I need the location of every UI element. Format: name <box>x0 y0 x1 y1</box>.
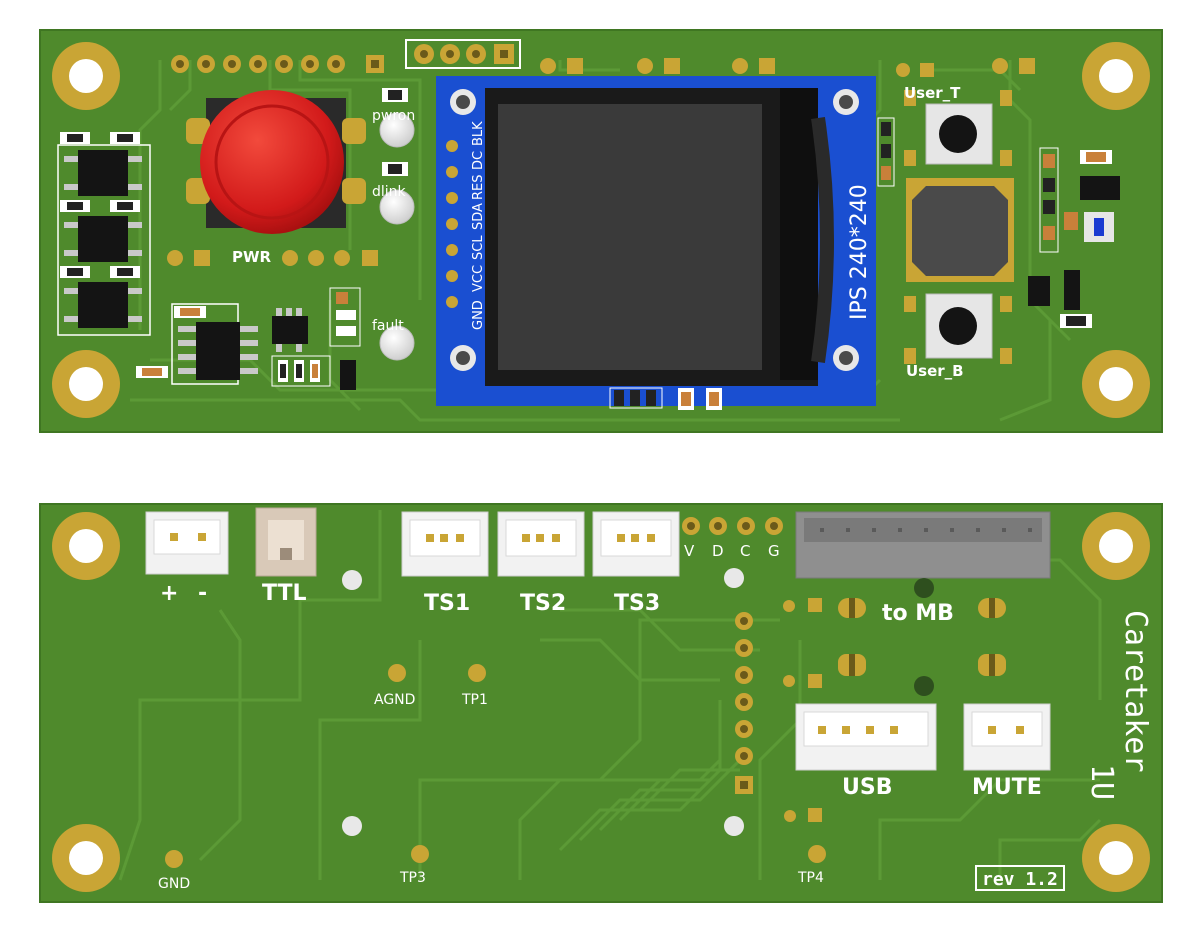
vertical-pin-header <box>735 612 753 794</box>
test-point-agnd-label: AGND <box>374 692 415 708</box>
fiducial <box>914 578 934 598</box>
power-minus-label: - <box>198 581 207 606</box>
lcd-pin-label: BLK <box>471 121 486 146</box>
user-b-switch[interactable]: User_B <box>904 293 1012 380</box>
led-fault-label: fault <box>372 318 404 334</box>
bottom-left-ic <box>136 303 258 385</box>
via-hole <box>342 570 362 590</box>
led-dlink: dlink <box>372 162 415 225</box>
product-name-line1: Caretaker <box>1118 610 1153 773</box>
revision-label: rev 1.2 <box>982 869 1058 890</box>
inductor <box>906 178 1014 282</box>
lcd-pin-labels: GND VCC SCL SDA RES DC BLK <box>471 121 486 330</box>
lcd-pin-label: GND <box>471 300 486 330</box>
vdcg-header: V D C G <box>682 517 783 560</box>
front-board: PWR pwron dlink fault <box>39 29 1163 433</box>
user-t-switch-cap[interactable] <box>939 115 977 153</box>
to-mb-section: to MB <box>783 598 1006 688</box>
mute-connector: MUTE <box>963 703 1051 800</box>
test-point-gnd <box>165 850 183 868</box>
header-label-v: V <box>684 542 695 560</box>
test-point-gnd-label: GND <box>158 876 190 892</box>
lcd-pin-label: SDA <box>471 203 486 230</box>
user-b-switch-cap[interactable] <box>939 307 977 345</box>
via-hole <box>724 816 744 836</box>
led-fault: fault <box>372 318 415 361</box>
product-name-line2: 1U <box>1084 764 1119 800</box>
power-plus-label: + <box>160 581 178 606</box>
led-dlink-label: dlink <box>372 184 407 200</box>
resistor-array <box>271 287 361 390</box>
via-hole <box>724 568 744 588</box>
ts2-connector: TS2 <box>497 511 585 616</box>
user-b-label: User_B <box>906 362 964 380</box>
led-indicators: pwron dlink fault <box>372 88 415 361</box>
test-point-tp4 <box>808 845 826 863</box>
display-ribbon-connector <box>795 511 1051 579</box>
test-point-agnd <box>388 664 406 682</box>
header-label-d: D <box>712 542 724 560</box>
usb-connector: USB <box>795 703 937 800</box>
left-ic-column <box>57 132 151 336</box>
front-mounting-holes <box>52 42 1150 418</box>
test-point-tp1-label: TP1 <box>461 692 488 708</box>
back-board: + - TTL TS1 TS2 <box>39 503 1163 903</box>
test-point-tp3 <box>411 845 429 863</box>
back-mounting-holes <box>52 512 1150 892</box>
ts-connectors: TS1 TS2 TS3 <box>401 511 680 616</box>
ts3-label: TS3 <box>614 591 660 616</box>
pwr-pad-row <box>167 250 378 266</box>
to-mb-label: to MB <box>882 601 954 626</box>
mute-label: MUTE <box>972 775 1042 800</box>
lcd-screen <box>498 104 762 370</box>
lcd-pin-label: SCL <box>471 235 486 260</box>
usb-label: USB <box>842 775 892 800</box>
product-name: Caretaker 1U <box>1084 610 1153 800</box>
ttl-label: TTL <box>262 581 307 606</box>
lcd-model-label: IPS 240*240 <box>847 184 872 320</box>
ts1-label: TS1 <box>424 591 470 616</box>
test-point-tp1 <box>468 664 486 682</box>
power-button-cap[interactable] <box>200 90 344 234</box>
header-label-g: G <box>768 542 780 560</box>
via-hole <box>342 816 362 836</box>
sot-chip <box>272 308 308 352</box>
test-points: AGND TP1 GND TP3 TP4 <box>158 664 826 892</box>
test-point-tp3-label: TP3 <box>399 870 426 886</box>
top-pad-pairs <box>540 58 1035 77</box>
ts3-connector: TS3 <box>592 511 680 616</box>
power-connector: + - <box>145 511 229 606</box>
fiducial <box>914 676 934 696</box>
ttl-connector: TTL <box>255 507 317 606</box>
lcd-pin-label: DC <box>471 151 486 170</box>
right-components: User_T User_B <box>877 84 1120 380</box>
led-pwron: pwron <box>372 88 415 148</box>
user-t-label: User_T <box>904 84 961 102</box>
user-t-switch[interactable]: User_T <box>904 84 1012 166</box>
power-button-label: PWR <box>232 248 272 266</box>
ts2-label: TS2 <box>520 591 566 616</box>
revision-box: rev 1.2 <box>975 865 1065 891</box>
power-button[interactable] <box>186 90 366 234</box>
lcd-bottom-resistors <box>609 387 722 410</box>
back-traces <box>118 510 1102 881</box>
top-pin-header <box>171 55 384 73</box>
lcd-pin-label: VCC <box>471 265 486 292</box>
ts1-connector: TS1 <box>401 511 489 616</box>
header-label-c: C <box>740 542 750 560</box>
lcd-pin-pads <box>446 140 458 308</box>
led-pwron-label: pwron <box>372 108 415 124</box>
display-header <box>405 39 521 69</box>
lcd-module: GND VCC SCL SDA RES DC BLK IPS 240*240 <box>436 76 876 406</box>
test-point-tp4-label: TP4 <box>797 870 824 886</box>
lcd-pin-label: RES <box>471 175 486 201</box>
